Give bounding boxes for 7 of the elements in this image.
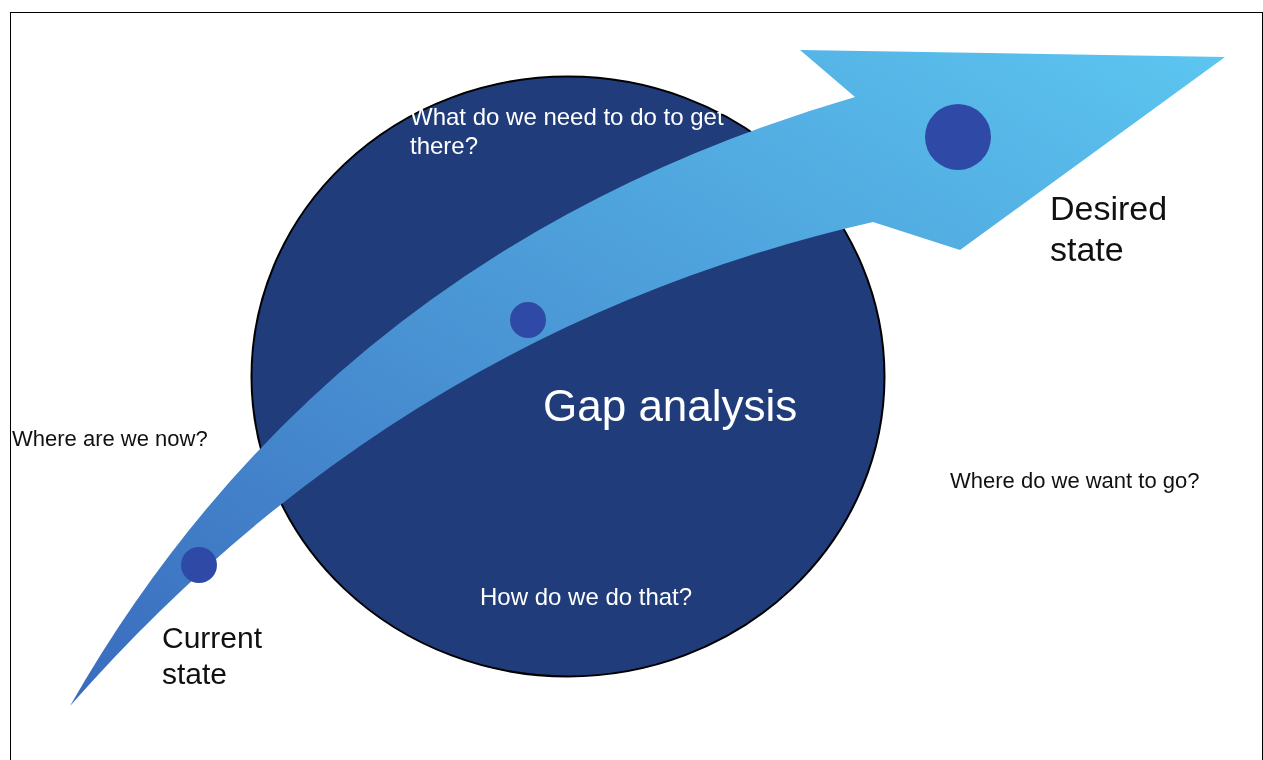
question-text: Where do we want to go? [950, 468, 1200, 495]
question-text: How do we do that? [480, 583, 694, 612]
question-text: Where are we now? [12, 426, 208, 453]
question-text: What do we need to do to get there? [410, 103, 725, 161]
circle-title: Gap analysis [543, 380, 799, 432]
state-label: Current state [162, 620, 264, 692]
state-label: Desired state [1050, 188, 1169, 270]
